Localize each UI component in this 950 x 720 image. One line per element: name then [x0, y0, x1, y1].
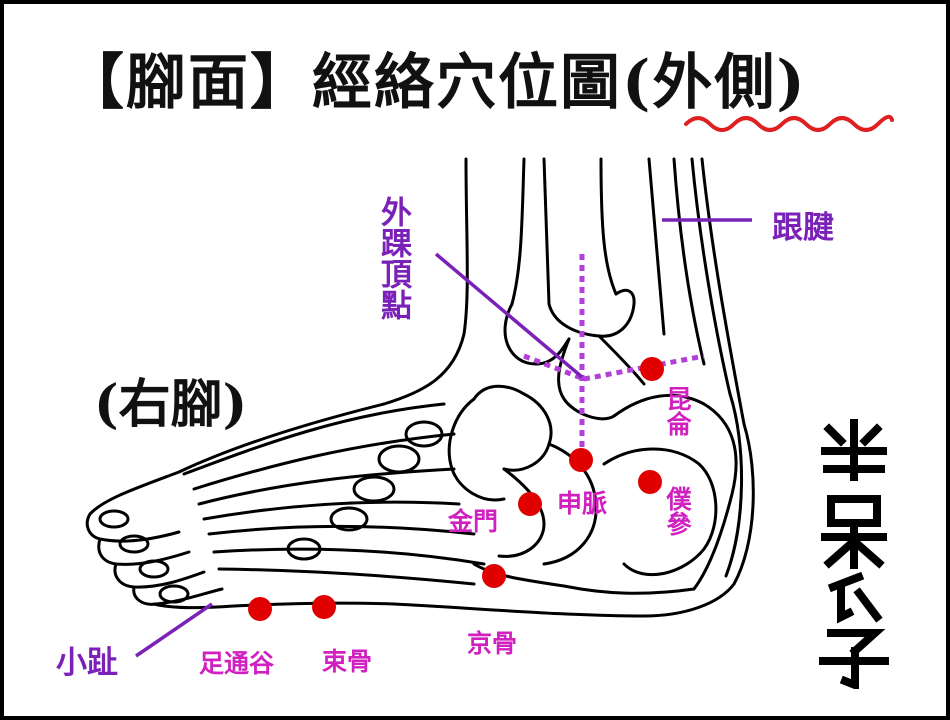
heel-tendon-label: 跟腱: [772, 210, 834, 246]
label-jinggu: 京骨: [467, 629, 518, 658]
little-toe-leader: [135, 602, 213, 658]
point-jinmen: [518, 492, 542, 516]
outer-ankle-top-label: 外踝頂點: [375, 196, 411, 320]
point-shugu: [312, 595, 336, 619]
leader-lines: [135, 218, 752, 658]
point-jinggu: [482, 564, 506, 588]
acupoint-markers: [248, 357, 664, 621]
point-shenmai: [569, 448, 593, 472]
right-foot-note: (右腳): [94, 374, 248, 435]
point-kunlun: [640, 357, 664, 381]
foot-outline: [85, 157, 755, 618]
ankle-guide-lines: [523, 254, 705, 459]
outer-ankle-leader: [434, 252, 584, 379]
label-kunlun: 昆侖: [663, 386, 692, 436]
point-zutonggu: [248, 597, 272, 621]
author-signature: [819, 419, 889, 689]
label-shenmai: 申脈: [557, 489, 608, 518]
point-pucan: [638, 470, 662, 494]
label-shugu: 束骨: [322, 647, 373, 676]
horizontal-guide-right: [583, 353, 705, 382]
little-toe-label: 小趾: [56, 645, 118, 681]
label-jinmen: 金門: [448, 507, 499, 536]
foot-diagram: [85, 157, 755, 658]
label-zutonggu: 足通谷: [199, 649, 275, 678]
label-pucan: 僕參: [663, 486, 692, 536]
title-underline-squiggle: [684, 114, 894, 132]
page-title: 【腳面】經絡穴位圖(外側): [64, 48, 807, 118]
